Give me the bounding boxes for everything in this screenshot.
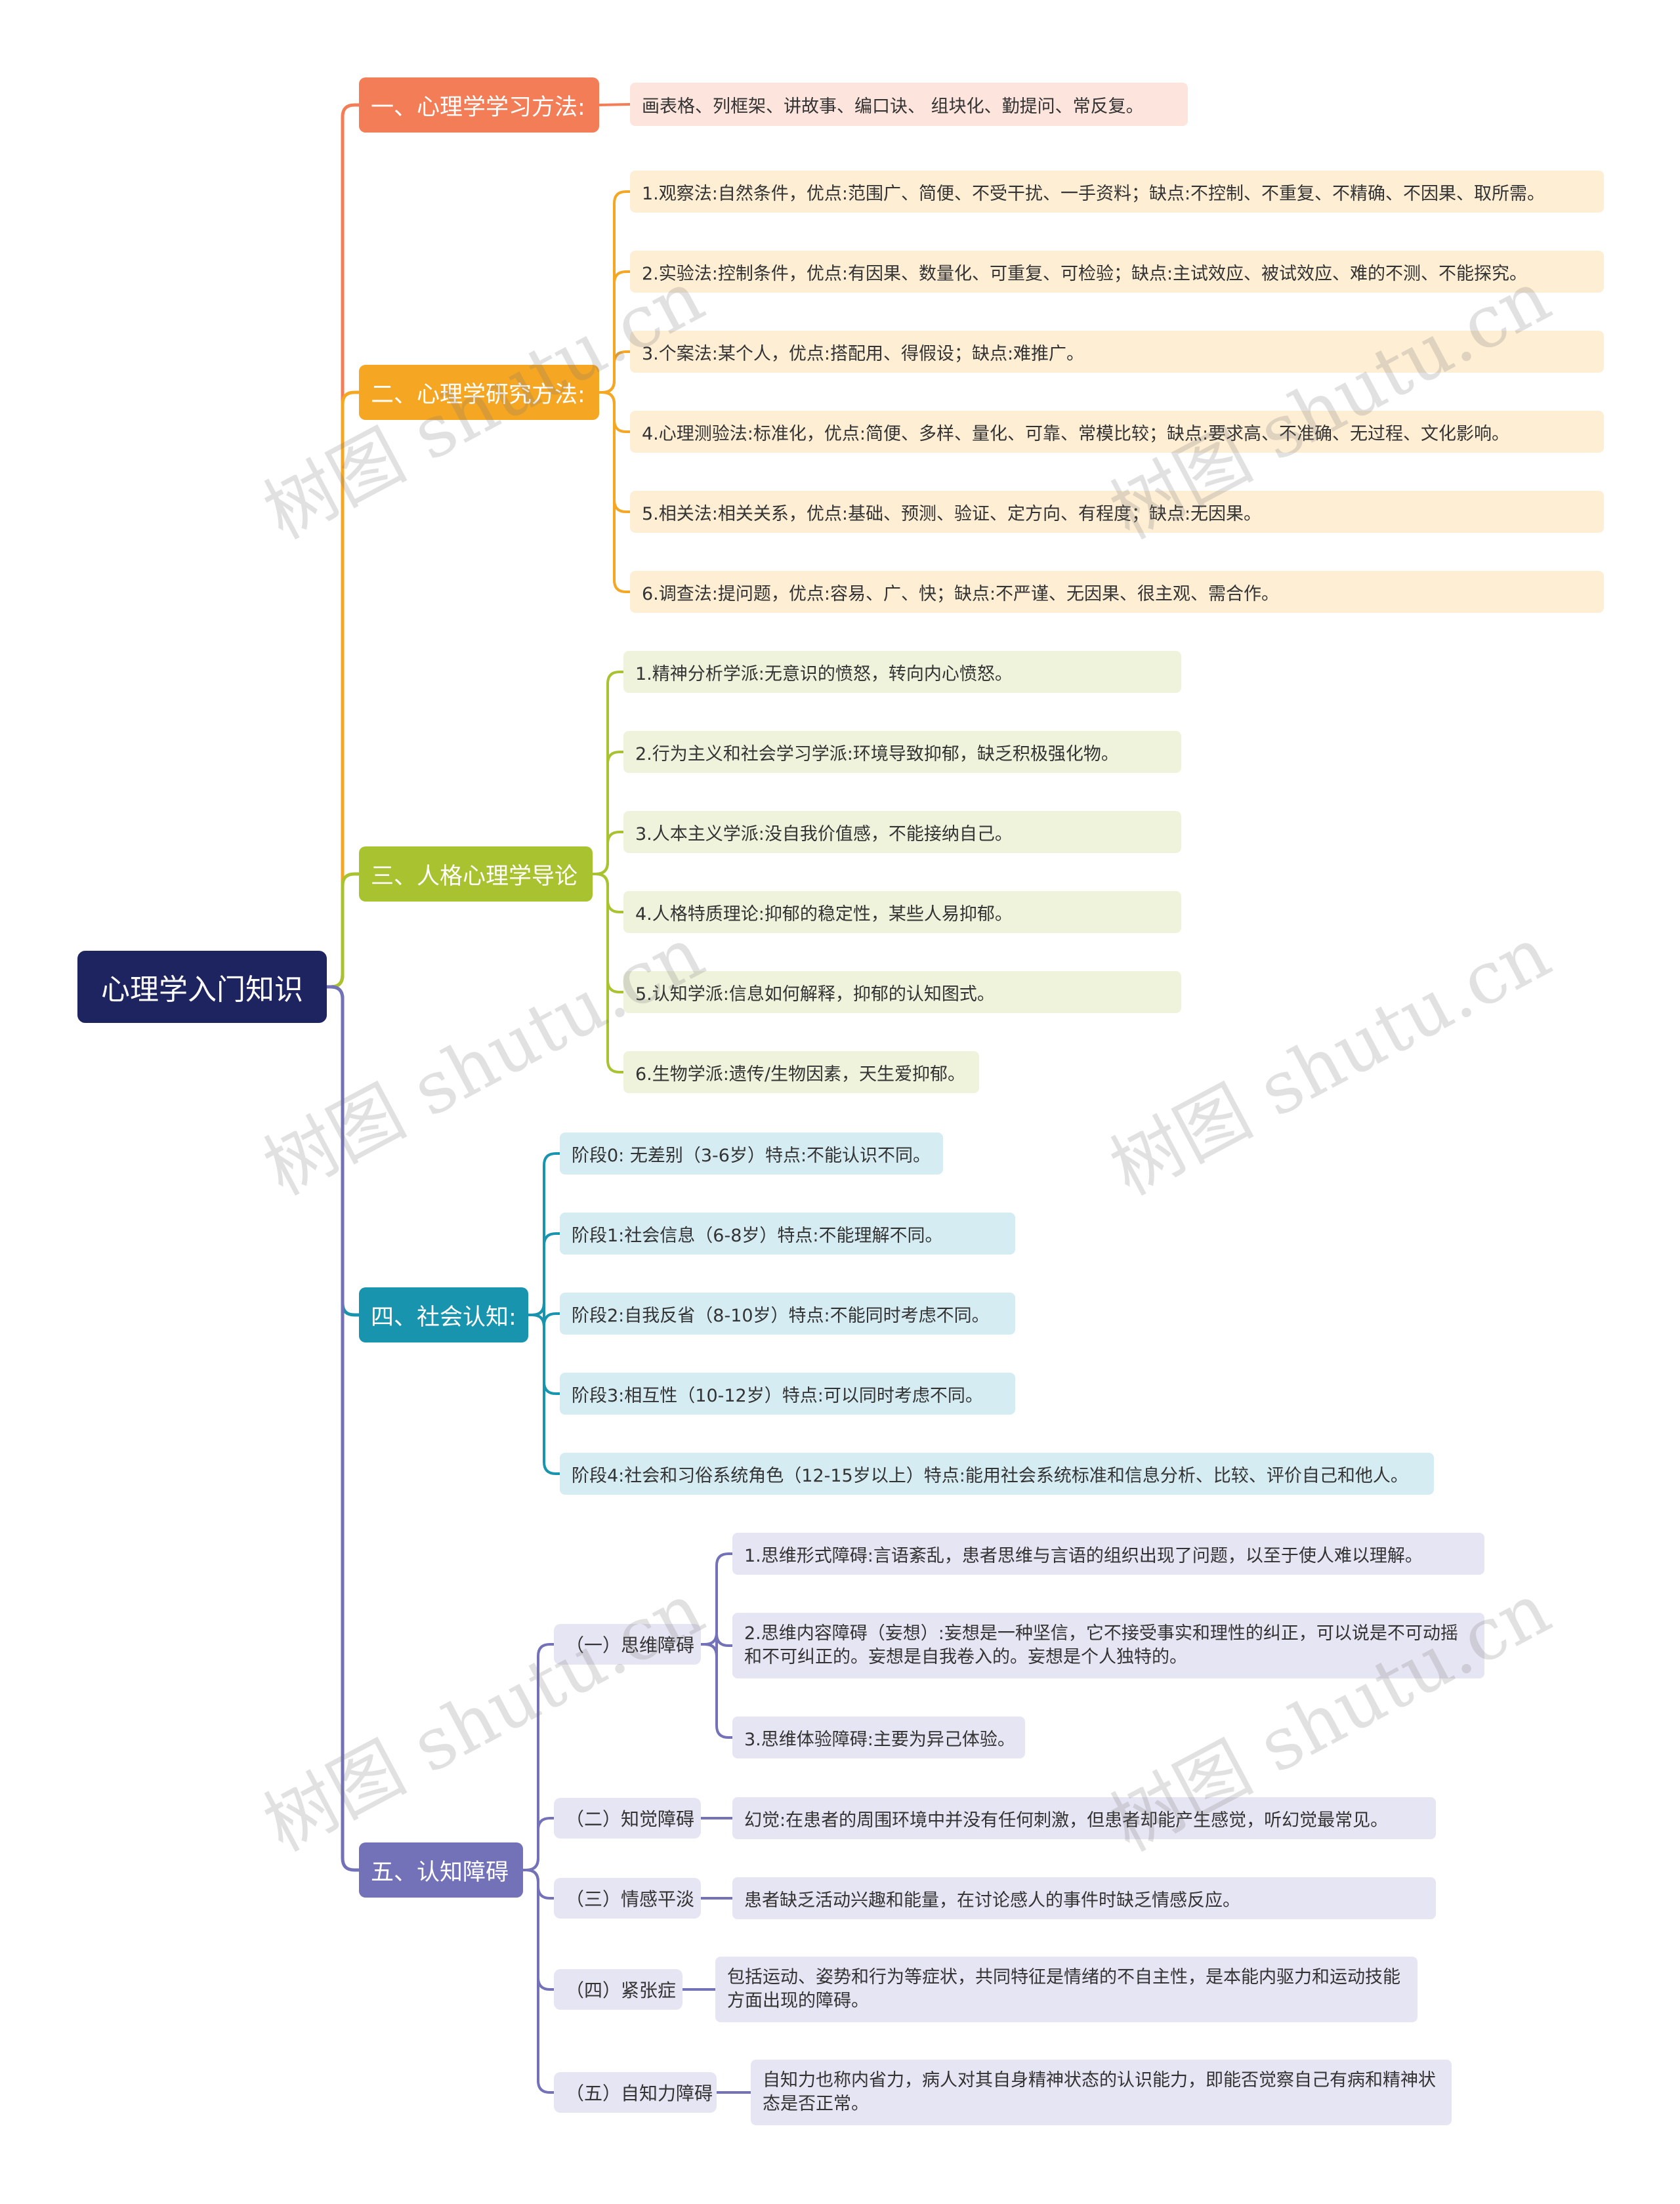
connector <box>325 985 361 1872</box>
leaf-thought-experience[interactable]: 3.思维体验障碍:主要为异己体验。 <box>732 1716 1025 1758</box>
branch-learning-methods[interactable]: 一、心理学学习方法: <box>359 77 599 133</box>
leaf-insight[interactable]: 自知力也称内省力，病人对其自身精神状态的认识能力，即能否觉察自己有病和精神状态是… <box>751 2060 1452 2125</box>
connector <box>591 873 625 1073</box>
leaf-psychoanalysis[interactable]: 1.精神分析学派:无意识的愤怒，转向内心愤怒。 <box>623 651 1181 693</box>
leaf-cognitive[interactable]: 5.认知学派:信息如何解释，抑郁的认知图式。 <box>623 971 1181 1013</box>
sub-insight-disorder[interactable]: （五）自知力障碍 <box>554 2072 717 2113</box>
sub-thought-disorder[interactable]: （一）思维障碍 <box>554 1624 701 1665</box>
leaf-biological[interactable]: 6.生物学派:遗传/生物因素，天生爱抑郁。 <box>623 1051 979 1093</box>
branch-social-cognition[interactable]: 四、社会认知: <box>359 1287 528 1342</box>
leaf-learning-methods[interactable]: 画表格、列框架、讲故事、编口诀、 组块化、勤提问、常反复。 <box>630 83 1188 126</box>
leaf-experiment[interactable]: 2.实验法:控制条件，优点:有因果、数量化、可重复、可检验；缺点:主试效应、被试… <box>630 251 1604 293</box>
connector <box>700 1643 734 1739</box>
leaf-stage-3[interactable]: 阶段3:相互性（10-12岁）特点:可以同时考虑不同。 <box>560 1373 1015 1415</box>
branch-research-methods[interactable]: 二、心理学研究方法: <box>359 365 599 420</box>
leaf-stage-2[interactable]: 阶段2:自我反省（8-10岁）特点:不能同时考虑不同。 <box>560 1293 1015 1335</box>
leaf-stage-0[interactable]: 阶段0: 无差别（3-6岁）特点:不能认识不同。 <box>560 1133 943 1175</box>
sub-flat-affect[interactable]: （三）情感平淡 <box>554 1878 701 1919</box>
leaf-behaviorism[interactable]: 2.行为主义和社会学习学派:环境导致抑郁，缺乏积极强化物。 <box>623 731 1181 773</box>
leaf-correlation[interactable]: 5.相关法:相关关系，优点:基础、预测、验证、定方向、有程度；缺点:无因果。 <box>630 491 1604 533</box>
leaf-stage-4[interactable]: 阶段4:社会和习俗系统角色（12-15岁以上）特点:能用社会系统标准和信息分析、… <box>560 1453 1434 1495</box>
connector <box>591 831 625 875</box>
connector <box>527 1232 561 1316</box>
root-topic[interactable]: 心理学入门知识 <box>77 951 327 1023</box>
leaf-thought-form[interactable]: 1.思维形式障碍:言语紊乱，患者思维与言语的组织出现了问题，以至于使人难以理解。 <box>732 1533 1484 1575</box>
leaf-stage-1[interactable]: 阶段1:社会信息（6-8岁）特点:不能理解不同。 <box>560 1213 1015 1255</box>
sub-catatonia[interactable]: （四）紧张症 <box>554 1969 682 2010</box>
leaf-case-study[interactable]: 3.个案法:某个人，优点:搭配用、得假设；缺点:难推广。 <box>630 331 1604 373</box>
leaf-psych-test[interactable]: 4.心理测验法:标准化，优点:简便、多样、量化、可靠、常模比较；缺点:要求高、不… <box>630 411 1604 453</box>
leaf-humanism[interactable]: 3.人本主义学派:没自我价值感，不能接纳自己。 <box>623 811 1181 853</box>
leaf-flat-affect[interactable]: 患者缺乏活动兴趣和能量，在讨论感人的事件时缺乏情感反应。 <box>732 1877 1436 1919</box>
connector <box>598 103 631 106</box>
connector <box>522 1869 555 2094</box>
leaf-trait-theory[interactable]: 4.人格特质理论:抑郁的稳定性，某些人易抑郁。 <box>623 891 1181 933</box>
leaf-observation[interactable]: 1.观察法:自然条件，优点:范围广、简便、不受干扰、一手资料；缺点:不控制、不重… <box>630 171 1604 213</box>
connector <box>522 1817 555 1871</box>
leaf-catatonia[interactable]: 包括运动、姿势和行为等症状，共同特征是情绪的不自主性，是本能内驱力和运动技能方面… <box>715 1957 1418 2022</box>
sub-perception-disorder[interactable]: （二）知觉障碍 <box>554 1798 701 1839</box>
branch-cognitive-disorders[interactable]: 五、认知障碍 <box>359 1842 523 1898</box>
connector <box>325 872 361 989</box>
leaf-thought-content[interactable]: 2.思维内容障碍（妄想）:妄想是一种坚信，它不接受事实和理性的纠正，可以说是不可… <box>732 1613 1484 1678</box>
connector <box>527 1314 561 1475</box>
connector <box>598 391 631 593</box>
leaf-hallucination[interactable]: 幻觉:在患者的周围环境中并没有任何刺激，但患者却能产生感觉，听幻觉最常见。 <box>732 1797 1436 1839</box>
branch-personality[interactable]: 三、人格心理学导论 <box>359 846 593 902</box>
leaf-survey[interactable]: 6.调查法:提问题，优点:容易、广、快；缺点:不严谨、无因果、很主观、需合作。 <box>630 571 1604 613</box>
